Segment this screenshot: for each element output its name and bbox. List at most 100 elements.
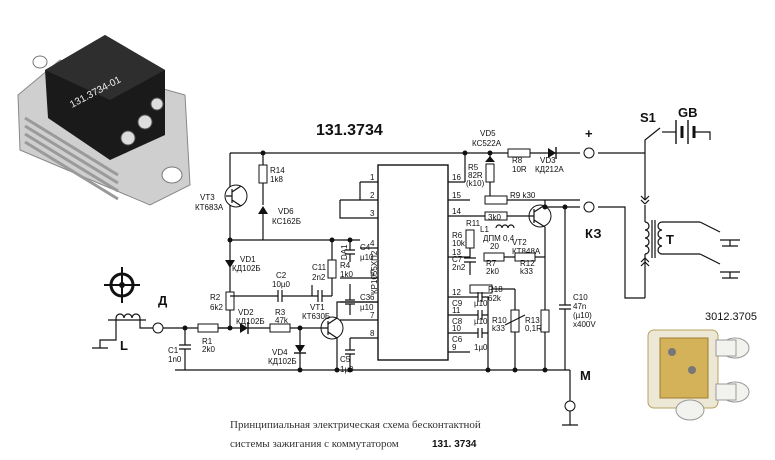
gb-label: GB [678, 105, 698, 120]
vd1-val: КД102Б [232, 264, 261, 273]
vt2-val: КТ848А [512, 247, 541, 256]
r3-resistor: R3 47k [248, 308, 320, 333]
plus-terminal [583, 147, 595, 159]
vt2-transistor: VT2 КТ848А [512, 200, 552, 370]
c7-ref: C7 [452, 255, 463, 264]
r8-resistor: R8 10R [507, 148, 531, 174]
r6-resistor: R6 10k [452, 229, 475, 249]
pin-2: 2 [370, 191, 375, 200]
r7-val: 2k0 [486, 267, 499, 276]
pin-1: 1 [370, 173, 375, 182]
pin-7: 7 [370, 311, 375, 320]
r5-val2: (k10) [466, 179, 485, 188]
c1-capacitor: C1 1n0 [168, 328, 191, 370]
vt3-ref: VT3 [200, 193, 215, 202]
r8-ref: R8 [512, 156, 523, 165]
pin-6: 6 [370, 293, 375, 302]
c5-capacitor: C5 1µ0 [340, 338, 355, 374]
c11-capacitor: C11 2n2 [311, 263, 332, 302]
r3-val: 47k [275, 316, 289, 325]
c11-ref: C11 [312, 263, 327, 272]
plus-label: + [585, 126, 593, 141]
pin-16: 16 [452, 173, 461, 182]
c11-val: 2n2 [312, 273, 326, 282]
c8-val: µ10 [474, 317, 488, 326]
pin-11: 11 [452, 306, 461, 315]
kz-label: КЗ [585, 226, 602, 241]
vd3-ref: VD3 [540, 156, 556, 165]
c2-ref: C2 [276, 271, 287, 280]
r13-resistor: R13 0,1R [525, 309, 550, 333]
d-label: Д [158, 293, 168, 308]
vd1-diode: VD1 КД102Б [225, 240, 261, 300]
pin-13: 13 [452, 248, 461, 257]
ic-name: DA1 [340, 244, 349, 260]
r5-val: 82R [468, 171, 483, 180]
r13-val: 0,1R [525, 324, 542, 333]
r5-resistor: R5 82R (k10) [466, 163, 495, 200]
r3-ref: R3 [275, 308, 286, 317]
vd2-ref: VD2 [238, 308, 254, 317]
c5-val: 1µ0 [340, 365, 354, 374]
c3-val: µ10 [360, 303, 374, 312]
r2-val: 6k2 [210, 303, 223, 312]
c10-capacitor: C10 47n (µ10) x400V [559, 207, 596, 370]
r18-ref: R18 [488, 285, 503, 294]
vd6-ref: VD6 [278, 207, 294, 216]
vd1-ref: VD1 [240, 255, 256, 264]
pin-12: 12 [452, 288, 461, 297]
caption-line2: системы зажигания с коммутатором [230, 438, 399, 450]
c10-volt: x400V [573, 320, 596, 329]
r1-val: 2k0 [202, 345, 215, 354]
l1-turns: 20 [490, 242, 499, 251]
pin-8: 8 [370, 329, 375, 338]
r6-val: 10k [452, 239, 466, 248]
ic-part: КР1055ХП2 [370, 250, 379, 294]
r12-val: k33 [520, 267, 533, 276]
c10-ref: C10 [573, 293, 588, 302]
pin-14: 14 [452, 207, 461, 216]
c2-val: 10µ0 [272, 280, 291, 289]
c9-ref: C9 [452, 299, 463, 308]
c4-capacitor: C4 µ10 [345, 240, 374, 262]
c10-val2: (µ10) [573, 311, 592, 320]
pin-5: 5 [370, 269, 375, 278]
r5-ref: R5 [468, 163, 479, 172]
vt2-ref: VT2 [512, 238, 527, 247]
r13-ref: R13 [525, 316, 540, 325]
c6-val: 1µ0 [474, 343, 488, 352]
coil-label: 3012.3705 [705, 311, 757, 323]
vd6-val: КС162Б [272, 217, 301, 226]
r9-resistor: R9 k30 [484, 191, 580, 205]
m-terminal [564, 400, 576, 412]
pin-15: 15 [452, 191, 461, 200]
r18-val: 62k [488, 294, 502, 303]
vd6-zener: VD6 КС162Б [258, 206, 301, 240]
c8-ref: C8 [452, 317, 463, 326]
vt1-ref: VT1 [310, 303, 325, 312]
vd3-diode: VD3 КД212А [535, 147, 564, 174]
c4-val: µ10 [360, 253, 374, 262]
vd5-ref: VD5 [480, 129, 496, 138]
m-label: М [580, 368, 591, 383]
r12-ref: R12 [520, 259, 535, 268]
c7-val: 2n2 [452, 263, 466, 272]
c5-ref: C5 [340, 355, 351, 364]
commutator-module-image: 131.3734-01 [17, 35, 191, 206]
vt1-transistor: VT1 КТ630Б [302, 301, 378, 370]
c7-capacitor: C7 2n2 [452, 248, 476, 275]
c9-c8-c6-capacitors: C9 µ10 C8 µ10 C6 1µ0 [452, 292, 489, 370]
pin-9: 9 [452, 343, 457, 352]
pin-10: 10 [452, 324, 461, 333]
pin-4: 4 [370, 239, 375, 248]
r1-ref: R1 [202, 337, 213, 346]
c2-capacitor: C2 10µ0 [230, 271, 312, 302]
r18-resistor: R18 62k [469, 284, 515, 303]
r14-resistor: R14 1k8 [258, 153, 285, 205]
vd4-diode: VD4 КД102Б [268, 328, 306, 370]
ic-da1: DA1 КР1055ХП2 1 2 3 4 5 6 7 8 16 15 14 1… [339, 164, 470, 361]
l1-type: ДПМ 0,4 [483, 234, 515, 243]
r4-ref: R4 [340, 261, 351, 270]
